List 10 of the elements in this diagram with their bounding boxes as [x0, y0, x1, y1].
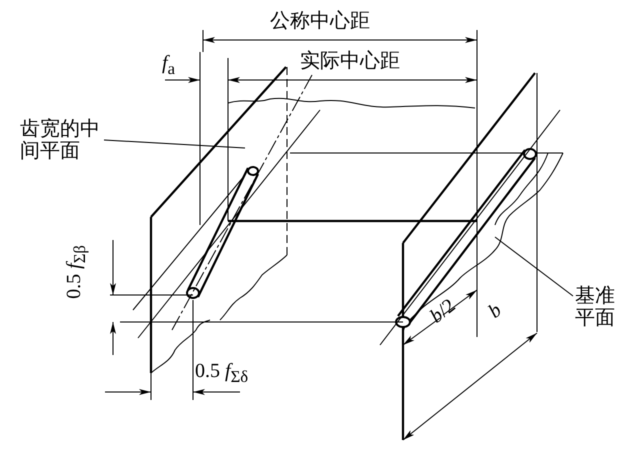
plane-label: 基准平面 — [575, 285, 620, 329]
leader-line — [104, 140, 246, 148]
width-label: b — [484, 299, 506, 323]
tolerance-label: 0.5 f$_{Σδ}$ — [195, 360, 248, 388]
tolerance-label: f$_{a}$ — [162, 52, 175, 80]
plane-label: 齿宽的中间平面 — [20, 118, 104, 162]
dimension-label: 公称中心距 — [270, 10, 370, 32]
width-label: b/2 — [426, 294, 460, 328]
dimension-label: 实际中心距 — [300, 50, 400, 72]
leader-line — [494, 236, 574, 296]
